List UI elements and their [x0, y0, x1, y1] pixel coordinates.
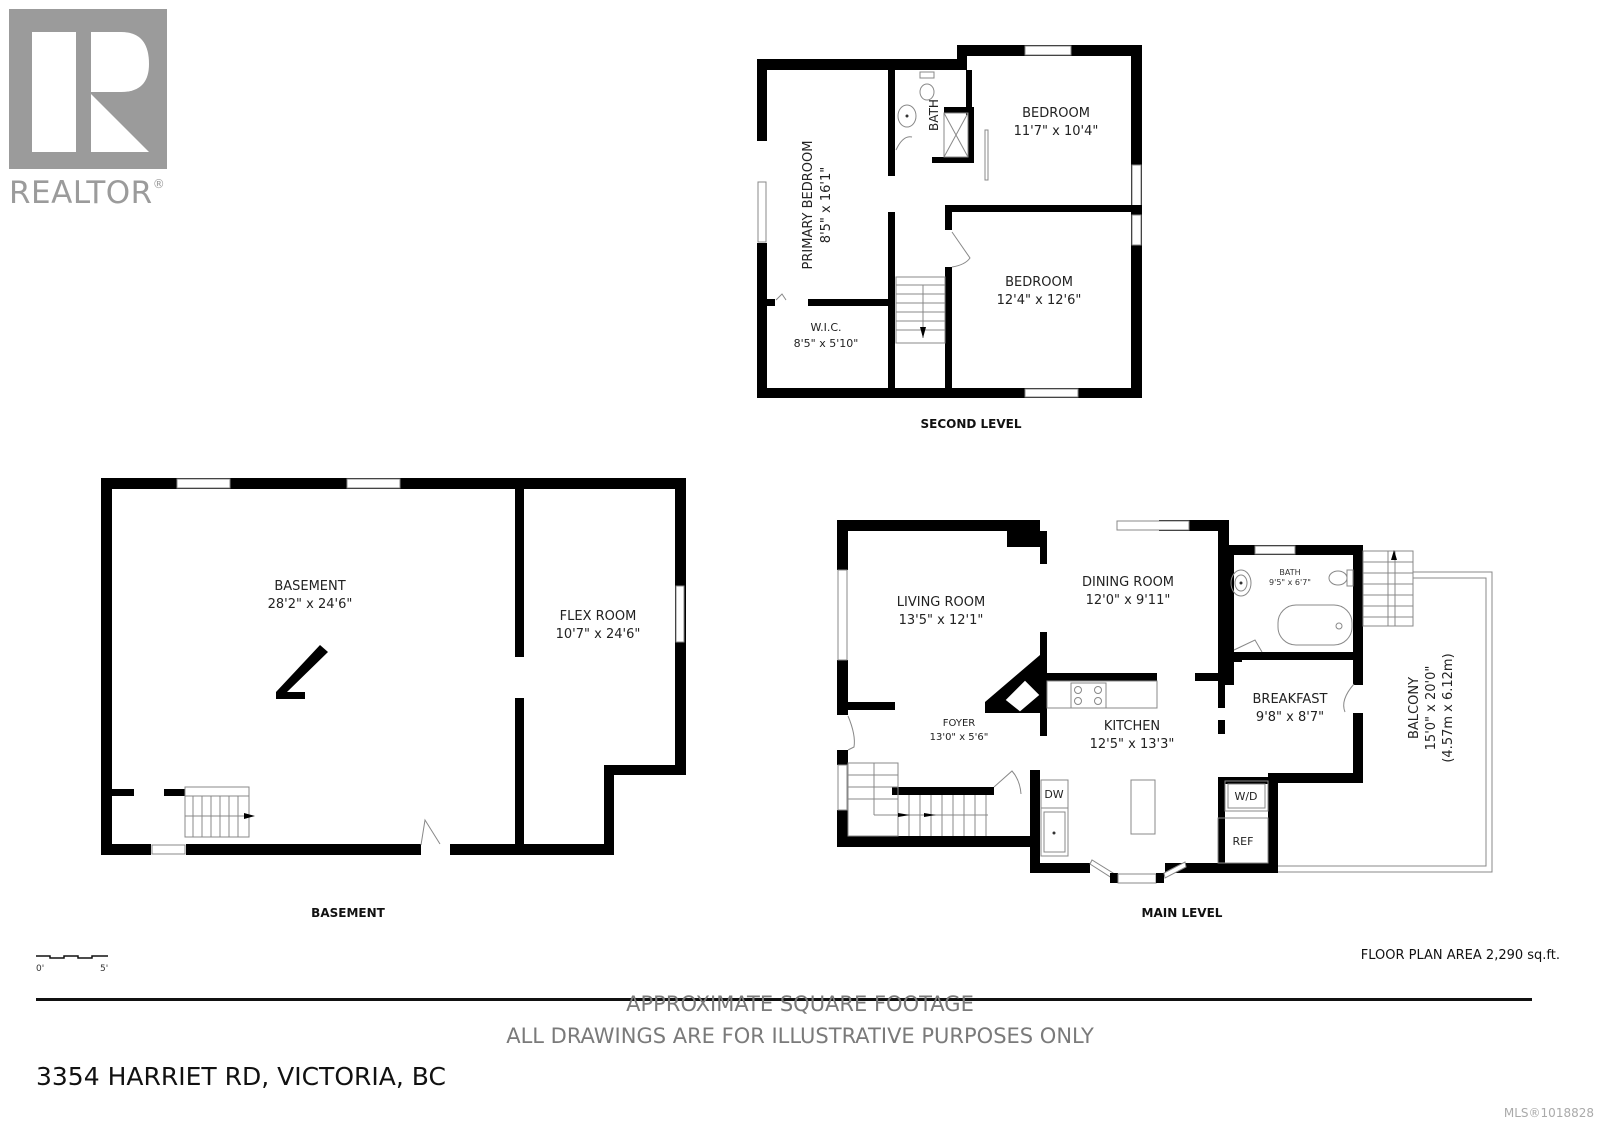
bedroom-2-dims: 11'7" x 10'4" — [1014, 124, 1099, 139]
breakfast-dims: 9'8" x 8'7" — [1256, 710, 1324, 725]
scale-bar: 0' 5' — [36, 954, 116, 978]
kitchen-dims: 12'5" x 13'3" — [1090, 737, 1175, 752]
main-level-title: MAIN LEVEL — [1142, 906, 1223, 920]
second-level-plan: PRIMARY BEDROOM 8'5" x 16'1" BATH BEDROO… — [757, 45, 1142, 431]
second-bath-label: BATH — [927, 99, 941, 131]
breakfast-label: BREAKFAST — [1253, 692, 1328, 707]
balcony-label: BALCONY — [1407, 677, 1422, 739]
scale-start: 0' — [36, 964, 45, 974]
main-bath-label: BATH — [1279, 568, 1300, 577]
divider-line — [36, 998, 1532, 1001]
balcony-dims: 15'0" x 20'0" — [1424, 666, 1439, 751]
wic-label: W.I.C. — [810, 321, 841, 334]
disclaimer-line-1: APPROXIMATE SQUARE FOOTAGE — [626, 992, 974, 1016]
basement-stairs — [184, 786, 255, 838]
realtor-wordmark: REALTOR® — [9, 175, 166, 211]
balcony-stairs — [1362, 550, 1414, 627]
main-level-stairs — [847, 762, 988, 837]
scale-end: 5' — [100, 964, 109, 974]
bedroom-3-label: BEDROOM — [1005, 275, 1073, 290]
basement-title: BASEMENT — [311, 906, 385, 920]
main-bath-dims: 9'5" x 6'7" — [1269, 578, 1311, 587]
dining-room-label: DINING ROOM — [1082, 575, 1174, 590]
realtor-logo: REALTOR® — [9, 9, 167, 211]
basement-room-label: BASEMENT — [274, 579, 345, 594]
dining-room-dims: 12'0" x 9'11" — [1086, 593, 1171, 608]
primary-bedroom-label: PRIMARY BEDROOM — [801, 141, 816, 270]
flex-room-dims: 10'7" x 24'6" — [556, 627, 641, 642]
washer-dryer-label: W/D — [1234, 790, 1257, 803]
basement-room-dims: 28'2" x 24'6" — [268, 597, 353, 612]
foyer-label: FOYER — [943, 718, 976, 729]
second-level-title: SECOND LEVEL — [920, 417, 1021, 431]
flex-room-label: FLEX ROOM — [560, 609, 637, 624]
wic-dims: 8'5" x 5'10" — [794, 337, 859, 350]
bedroom-2-label: BEDROOM — [1022, 106, 1090, 121]
bedroom-3-dims: 12'4" x 12'6" — [997, 293, 1082, 308]
realtor-r-icon — [9, 9, 167, 169]
scale-ruler-icon — [36, 955, 108, 959]
balcony-metric: (4.57m x 6.12m) — [1441, 653, 1456, 762]
main-level-plan: DW W/D REF — [837, 520, 1493, 920]
primary-bedroom-dims: 8'5" x 16'1" — [819, 167, 834, 243]
disclaimer-line-2: ALL DRAWINGS ARE FOR ILLUSTRATIVE PURPOS… — [506, 1024, 1094, 1048]
basement-plan: BASEMENT 28'2" x 24'6" FLEX ROOM 10'7" x… — [101, 478, 686, 920]
refrigerator-label: REF — [1233, 835, 1254, 848]
dishwasher-label: DW — [1044, 788, 1063, 801]
second-level-stairs — [895, 276, 946, 344]
floor-plan-area: FLOOR PLAN AREA 2,290 sq.ft. — [1360, 948, 1560, 963]
property-address: 3354 HARRIET RD, VICTORIA, BC — [36, 1062, 446, 1091]
foyer-dims: 13'0" x 5'6" — [930, 732, 989, 743]
living-room-dims: 13'5" x 12'1" — [899, 613, 984, 628]
living-room-label: LIVING ROOM — [897, 595, 985, 610]
kitchen-label: KITCHEN — [1104, 719, 1160, 734]
mls-number: MLS®1018828 — [1503, 1106, 1594, 1120]
disclaimer: APPROXIMATE SQUARE FOOTAGE ALL DRAWINGS … — [0, 988, 1600, 1052]
